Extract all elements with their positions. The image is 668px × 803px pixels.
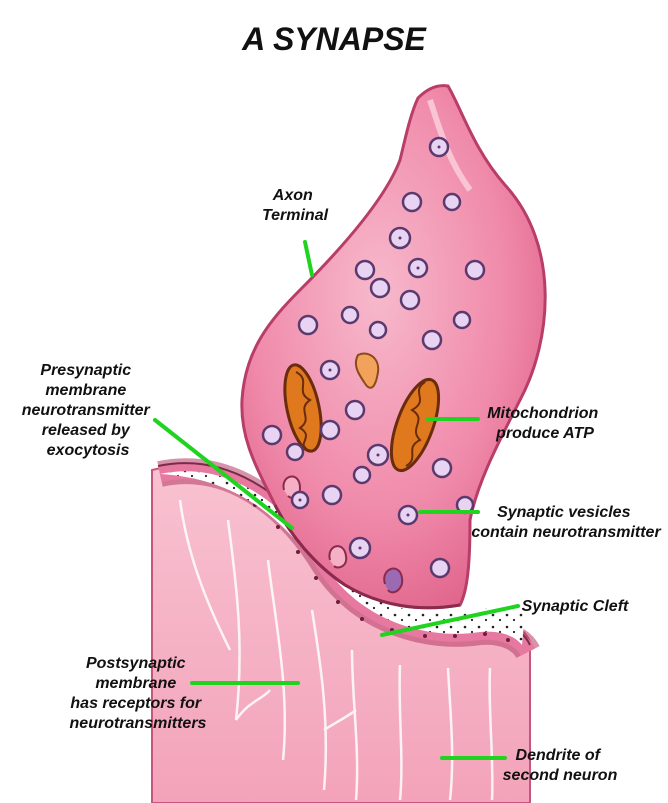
label-axon-terminal: Axon Terminal	[262, 187, 329, 224]
diagram-title: A SYNAPSE	[241, 21, 427, 57]
label-presynaptic-membrane: Presynaptic membrane neurotransmitter re…	[22, 362, 154, 459]
label-synaptic-vesicles: Synaptic vesicles contain neurotransmitt…	[471, 504, 661, 541]
label-synaptic-cleft: Synaptic Cleft	[522, 598, 629, 615]
leader-axon-terminal	[305, 242, 312, 275]
